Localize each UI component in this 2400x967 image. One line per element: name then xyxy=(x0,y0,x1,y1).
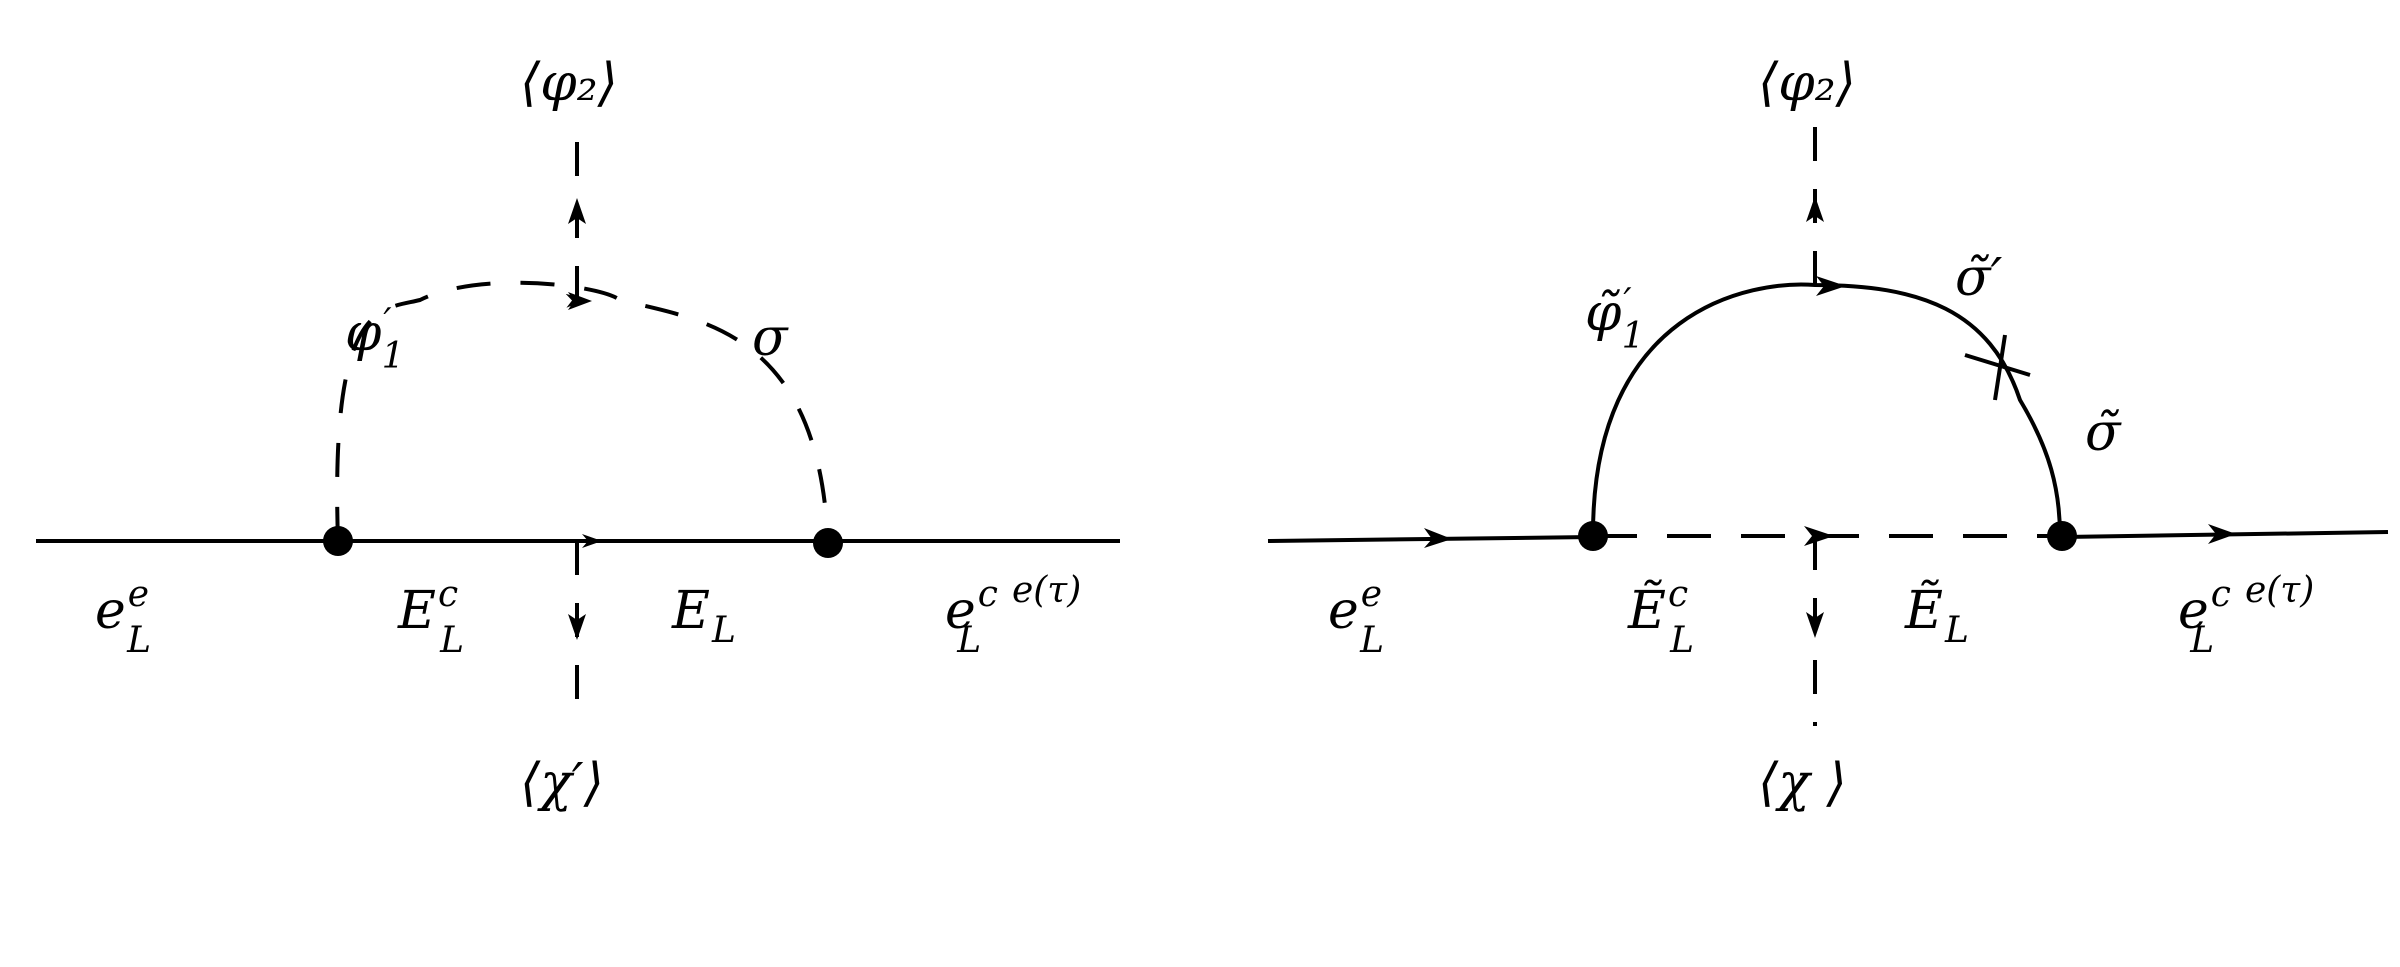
left-phi1-prime-label: φ′1 xyxy=(345,302,405,377)
right-vev-bottom-label: ⟨χ ⟩ xyxy=(1758,753,1847,813)
right-vev-bottom-arrowhead xyxy=(1806,612,1824,638)
right-mass-insertion-a xyxy=(1964,353,2031,377)
right-phi1-tilde-prime-label: φ̃′1 xyxy=(1585,282,1645,357)
left-vertex-1 xyxy=(323,526,353,556)
right-vev-top-arrowhead xyxy=(1806,196,1824,222)
left-arc-arrowhead xyxy=(568,292,592,310)
right-fermion-in xyxy=(1267,535,1594,543)
left-vev-top-label: ⟨φ₂⟩ xyxy=(520,53,618,113)
left-vertex-2 xyxy=(813,528,843,558)
left-sigma-label: σ xyxy=(752,308,789,368)
right-sigma-tilde-prime-label: σ̃′ xyxy=(1955,248,2002,308)
right-fermion-out-arrowhead xyxy=(2208,524,2236,544)
right-scalar-arrowhead xyxy=(1804,526,1834,546)
right-fermion-arc xyxy=(1590,282,2062,537)
right-vev-top-label: ⟨φ₂⟩ xyxy=(1758,53,1856,113)
left-scalar-arc xyxy=(335,280,830,546)
left-vev-bottom-label: ⟨χ′⟩ xyxy=(520,753,604,813)
right-diagram xyxy=(1267,118,2389,726)
right-sigma-tilde-label: σ̃ xyxy=(2085,403,2122,463)
right-arc-arrowhead xyxy=(1816,276,1846,296)
left-diagram xyxy=(36,118,1120,726)
left-vev-bottom-arrowhead xyxy=(568,614,586,640)
left-E-L-label: EL xyxy=(671,581,736,651)
right-fermion-in-arrowhead xyxy=(1424,528,1452,548)
right-vertex-1 xyxy=(1578,521,1608,551)
right-E-L-tilde-label: ẼL xyxy=(1904,580,1969,651)
right-mass-insertion-b xyxy=(1993,334,2007,401)
right-vertex-2 xyxy=(2047,521,2077,551)
left-vev-top-arrowhead xyxy=(568,198,586,224)
